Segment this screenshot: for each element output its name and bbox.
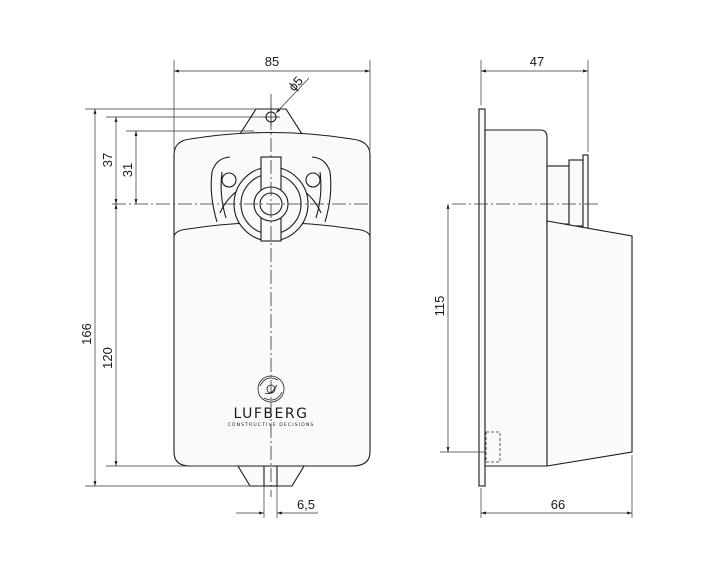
side-view: 47 115 66 xyxy=(432,54,633,518)
side-cover xyxy=(546,220,633,467)
dim-total-height-166: 166 xyxy=(79,323,94,345)
side-connector xyxy=(485,431,501,463)
dim-height-120: 120 xyxy=(100,347,115,369)
side-body xyxy=(484,129,548,467)
dim-hole-diameter: ϕ5 xyxy=(285,73,306,94)
dim-height-37: 37 xyxy=(100,153,115,167)
logo-brand-text: LUFBERG xyxy=(234,406,309,422)
right-stop-pin xyxy=(305,172,321,188)
logo-tagline-text: CONSTRUCTIVE DECISIONS xyxy=(228,422,315,428)
dim-slot-width: 6,5 xyxy=(297,497,315,512)
side-mount-plate xyxy=(478,108,486,487)
dim-total-depth-66: 66 xyxy=(551,497,565,512)
front-view: LUFBERG CONSTRUCTIVE DECISIONS 85 ϕ5 166… xyxy=(79,54,371,518)
dim-depth-47: 47 xyxy=(530,54,544,69)
dim-height-31: 31 xyxy=(120,163,135,177)
dim-height-115: 115 xyxy=(432,296,447,317)
dim-width-85: 85 xyxy=(265,54,279,69)
side-shaft-coupling xyxy=(546,165,570,225)
left-stop-pin xyxy=(221,172,237,188)
